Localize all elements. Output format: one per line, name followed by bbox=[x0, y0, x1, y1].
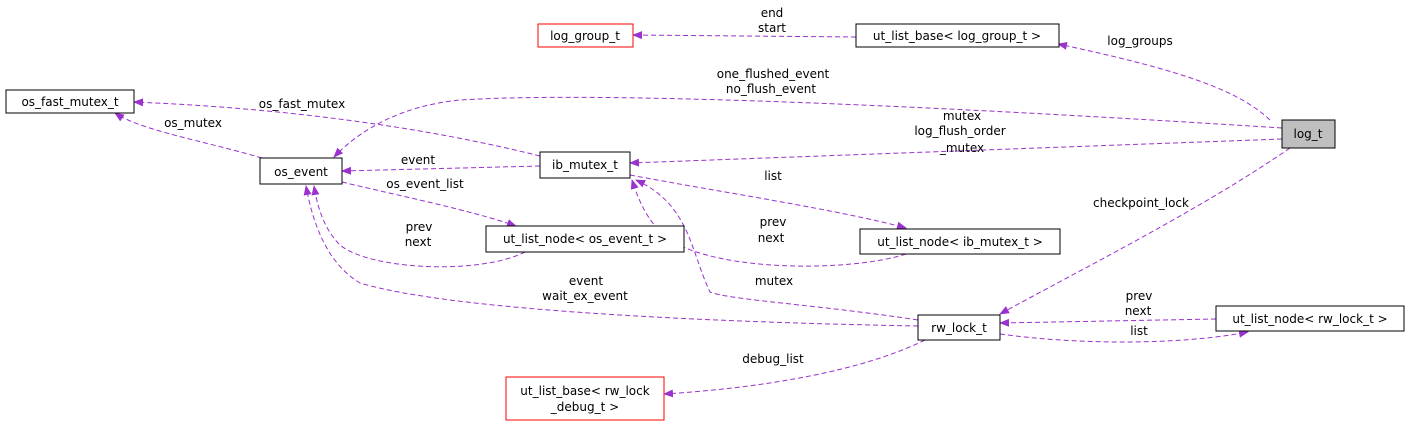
edge-label-underscore-mutex: _mutex bbox=[939, 141, 984, 155]
svg-text:os_fast_mutex_t: os_fast_mutex_t bbox=[21, 95, 118, 109]
edge-label-os-fast-mutex: os_fast_mutex bbox=[259, 97, 345, 111]
edge-label-debug-list: debug_list bbox=[742, 352, 804, 366]
edge-os-event-to-os-fast-mutex bbox=[114, 112, 263, 159]
edge-label-end: end bbox=[761, 6, 784, 20]
edge-label-no-flush-event: no_flush_event bbox=[726, 82, 816, 96]
edge-log-t-to-os-event-flush bbox=[333, 96, 1283, 158]
node-ut-list-base-rw-lock-debug-t[interactable]: ut_list_base< rw_lock _debug_t > bbox=[505, 376, 665, 421]
edge-label-os-mutex: os_mutex bbox=[164, 116, 222, 130]
edge-ib-mutex-to-os-event bbox=[341, 165, 541, 175]
edge-rw-lock-to-os-event bbox=[303, 185, 919, 327]
svg-text:ut_list_node< ib_mutex_t >: ut_list_node< ib_mutex_t > bbox=[877, 235, 1043, 249]
svg-text:_debug_t >: _debug_t > bbox=[550, 400, 619, 414]
edge-label-log-groups: log_groups bbox=[1107, 34, 1172, 48]
edge-ut-list-node-os-event-to-os-event bbox=[311, 185, 526, 268]
edge-label-wait-ex-event: wait_ex_event bbox=[542, 289, 628, 303]
edge-rw-lock-to-ib-mutex bbox=[635, 179, 919, 321]
edge-label-one-flushed-event: one_flushed_event bbox=[717, 67, 830, 81]
edge-log-t-to-ib-mutex bbox=[629, 138, 1283, 167]
node-ib-mutex-t[interactable]: ib_mutex_t bbox=[539, 151, 631, 179]
node-os-event[interactable]: os_event bbox=[259, 157, 343, 185]
edge-ib-mutex-to-ut-list-node-ib-mutex bbox=[629, 174, 907, 230]
edge-label-prev-os-event: prev bbox=[406, 220, 433, 234]
edge-label-log-flush-order: log_flush_order bbox=[914, 124, 1005, 138]
edge-ut-list-node-rw-lock-to-rw-lock bbox=[999, 318, 1217, 327]
svg-text:log_t: log_t bbox=[1294, 127, 1323, 141]
edge-ut-list-node-ib-mutex-to-ib-mutex bbox=[630, 179, 907, 267]
edge-log-t-to-ut-list-base-log-group bbox=[1057, 41, 1271, 121]
edge-label-list-rw-lock: list bbox=[1130, 324, 1148, 338]
node-ut-list-base-log-group-t[interactable]: ut_list_base< log_group_t > bbox=[855, 23, 1060, 48]
node-ut-list-node-os-event-t[interactable]: ut_list_node< os_event_t > bbox=[485, 225, 685, 253]
edge-label-list-ib-mutex: list bbox=[764, 169, 782, 183]
node-log-group-t[interactable]: log_group_t bbox=[537, 23, 634, 48]
node-ut-list-node-ib-mutex-t[interactable]: ut_list_node< ib_mutex_t > bbox=[859, 228, 1061, 255]
edge-label-os-event-list: os_event_list bbox=[386, 177, 464, 191]
edge-os-event-to-ut-list-node-os-event bbox=[341, 181, 517, 227]
edge-label-checkpoint-lock: checkpoint_lock bbox=[1093, 196, 1189, 210]
svg-text:ut_list_base< log_group_t >: ut_list_base< log_group_t > bbox=[873, 29, 1041, 43]
edge-label-next-ib-mutex: next bbox=[758, 231, 785, 245]
edge-rw-lock-to-ut-list-base-rw-lock-debug bbox=[663, 339, 926, 398]
edge-label-next-rw-lock: next bbox=[1125, 304, 1152, 318]
svg-text:ib_mutex_t: ib_mutex_t bbox=[552, 158, 618, 172]
edge-ib-mutex-to-os-fast-mutex bbox=[133, 98, 541, 157]
edge-label-prev-ib-mutex: prev bbox=[760, 215, 787, 229]
edge-log-t-to-rw-lock bbox=[999, 147, 1291, 315]
edge-label-mutex-log: mutex bbox=[943, 109, 981, 123]
svg-text:rw_lock_t: rw_lock_t bbox=[931, 321, 987, 335]
edge-label-event-ib-mutex: event bbox=[401, 153, 435, 167]
edge-label-prev-rw-lock: prev bbox=[1126, 289, 1153, 303]
node-log-t[interactable]: log_t bbox=[1281, 119, 1336, 149]
svg-text:ut_list_base< rw_lock: ut_list_base< rw_lock bbox=[520, 384, 649, 398]
edge-rw-lock-to-ut-list-node-rw-lock bbox=[999, 329, 1249, 343]
edge-label-start: start bbox=[758, 21, 786, 35]
node-rw-lock-t[interactable]: rw_lock_t bbox=[917, 314, 1001, 341]
svg-text:ut_list_node< os_event_t >: ut_list_node< os_event_t > bbox=[503, 232, 667, 246]
node-os-fast-mutex-t[interactable]: os_fast_mutex_t bbox=[5, 89, 135, 114]
svg-text:os_event: os_event bbox=[274, 165, 328, 179]
svg-text:log_group_t: log_group_t bbox=[550, 29, 620, 43]
edge-label-next-os-event: next bbox=[405, 235, 432, 249]
edge-label-mutex-rw-lock: mutex bbox=[755, 274, 793, 288]
edge-label-event-rw-lock: event bbox=[569, 274, 603, 288]
edge-ut-list-base-to-log-group bbox=[632, 31, 857, 40]
node-ut-list-node-rw-lock-t[interactable]: ut_list_node< rw_lock_t > bbox=[1215, 305, 1405, 332]
svg-text:ut_list_node< rw_lock_t >: ut_list_node< rw_lock_t > bbox=[1232, 312, 1387, 326]
